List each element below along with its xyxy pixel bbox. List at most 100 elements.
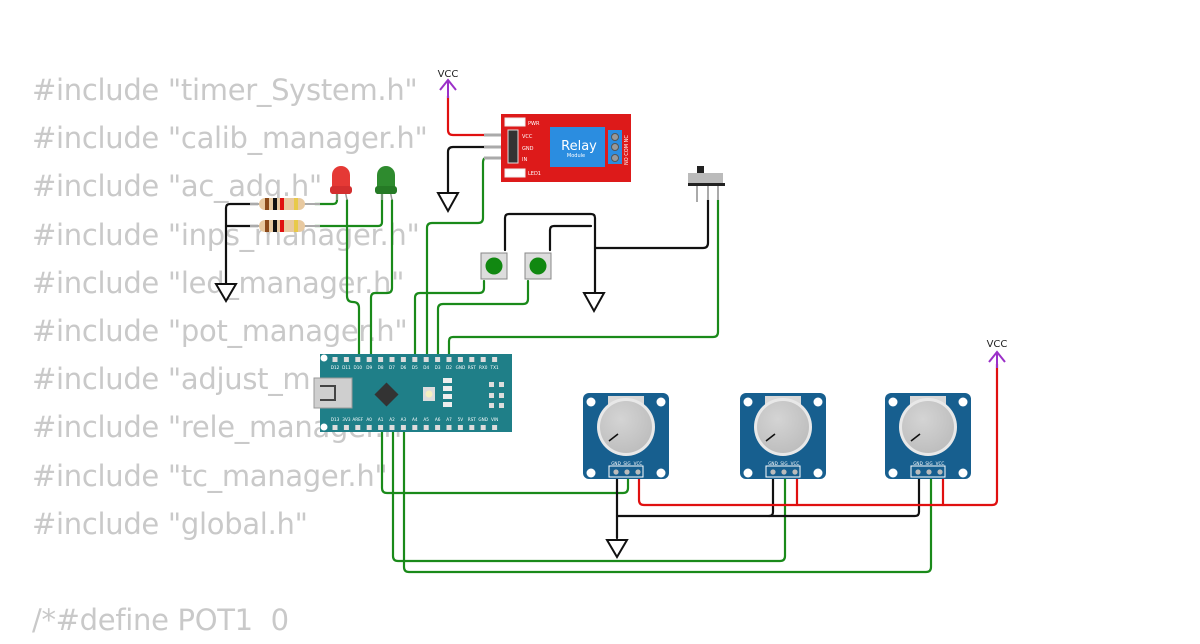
arduino-pin-d7[interactable]: [389, 357, 395, 362]
arduino-pin-rst[interactable]: [469, 425, 475, 430]
pot-pin-label: VCC: [791, 461, 800, 466]
slide-switch[interactable]: [688, 166, 725, 202]
pot-pin-label: SIG: [780, 461, 787, 466]
arduino-pin-vin[interactable]: [492, 425, 498, 430]
wire-pot-gnd-3[interactable]: [767, 472, 921, 518]
wire-relay-gnd[interactable]: [446, 145, 488, 194]
arduino-pin-d3[interactable]: [435, 357, 441, 362]
arduino-pin-label: D9: [366, 365, 372, 370]
arduino-pin-label: GND: [456, 365, 466, 370]
arduino-pin-a4[interactable]: [412, 425, 418, 430]
pot-pin-gnd[interactable]: [770, 469, 776, 475]
pot-pin-sig[interactable]: [781, 469, 787, 475]
led-green[interactable]: [375, 166, 397, 201]
wire-resistor1-led-red[interactable]: [313, 188, 339, 206]
wire-pot-gnd-2[interactable]: [615, 472, 775, 518]
pushbutton-2[interactable]: [524, 252, 552, 280]
wire-switch-d2[interactable]: [447, 198, 720, 358]
wire-pot-vcc[interactable]: [637, 362, 999, 507]
arduino-pin-a3[interactable]: [400, 425, 406, 430]
arduino-pin-3v3[interactable]: [343, 425, 349, 430]
arduino-pin-d13[interactable]: [332, 425, 338, 430]
wire-resistor-gnd[interactable]: [224, 202, 260, 285]
wire-a1-pot1-sig[interactable]: [380, 426, 630, 495]
arduino-pin-label: A0: [366, 417, 372, 422]
background-code: #include "timer_System.h"#include "calib…: [32, 66, 428, 644]
arduino-pin-d8[interactable]: [378, 357, 384, 362]
ground-symbol-relay: [436, 192, 460, 214]
relay-led1-label: LED1: [528, 171, 541, 177]
wire-relay-in[interactable]: [425, 156, 488, 358]
arduino-pin-label: A7: [446, 417, 452, 422]
wire-a2-pot2-sig[interactable]: [391, 426, 787, 563]
wire-relay-vcc[interactable]: [446, 94, 488, 137]
arduino-pin-d12[interactable]: [332, 357, 338, 362]
pot-pin-sig[interactable]: [624, 469, 630, 475]
arduino-pin-gnd[interactable]: [457, 357, 463, 362]
pot-pin-vcc[interactable]: [937, 469, 943, 475]
wire-button1-d5[interactable]: [413, 279, 486, 358]
wire-led-red-d10[interactable]: [345, 198, 361, 358]
arduino-pin-d9[interactable]: [366, 357, 372, 362]
relay-terminal-labels: NO COM NC: [624, 135, 630, 165]
wire-resistor2-led-green[interactable]: [313, 192, 384, 228]
arduino-pin-a2[interactable]: [389, 425, 395, 430]
pot-knob[interactable]: [600, 401, 652, 453]
arduino-pin-gnd[interactable]: [480, 425, 486, 430]
arduino-pin-label: RX0: [479, 365, 488, 370]
arduino-pin-label: A4: [412, 417, 418, 422]
wire-button1-gnd[interactable]: [503, 212, 597, 294]
arduino-pin-d4[interactable]: [423, 357, 429, 362]
arduino-pin-5v[interactable]: [457, 425, 463, 430]
pot-knob[interactable]: [902, 401, 954, 453]
pot-pin-label: SIG: [623, 461, 630, 466]
pot-pin-sig[interactable]: [926, 469, 932, 475]
pot-pin-vcc[interactable]: [635, 469, 641, 475]
arduino-pin-d11[interactable]: [343, 357, 349, 362]
pot-pin-gnd[interactable]: [915, 469, 921, 475]
pot-pin-gnd[interactable]: [613, 469, 619, 475]
arduino-pin-d6[interactable]: [400, 357, 406, 362]
relay-module[interactable]: PWR LED1 VCC GND IN Relay Module NO COM …: [484, 114, 631, 182]
led-red[interactable]: [330, 166, 352, 201]
wire-button2-gnd[interactable]: [548, 224, 593, 252]
vcc-label: VCC: [987, 339, 1008, 350]
arduino-pin-a1[interactable]: [378, 425, 384, 430]
resistor-1[interactable]: [250, 198, 320, 210]
arduino-pin-label: RST: [468, 417, 477, 422]
relay-pin-gnd: GND: [522, 146, 534, 152]
code-line: #include "tc_manager.h": [32, 458, 388, 493]
arduino-pin-label: D6: [400, 365, 406, 370]
wire-led-green-d9[interactable]: [369, 198, 394, 358]
arduino-pin-label: D10: [354, 365, 363, 370]
arduino-pin-rx0[interactable]: [480, 357, 486, 362]
arduino-pin-rst[interactable]: [469, 357, 475, 362]
arduino-pin-label: D4: [423, 365, 429, 370]
wire-switch-gnd[interactable]: [594, 198, 710, 250]
arduino-pin-aref[interactable]: [355, 425, 361, 430]
resistor-2[interactable]: [250, 220, 320, 232]
arduino-pin-d5[interactable]: [412, 357, 418, 362]
arduino-pin-label: D8: [378, 365, 384, 370]
arduino-pin-a5[interactable]: [423, 425, 429, 430]
arduino-pin-tx1[interactable]: [492, 357, 498, 362]
pot-knob[interactable]: [757, 401, 809, 453]
arduino-pin-a7[interactable]: [446, 425, 452, 430]
arduino-pin-label: A3: [401, 417, 407, 422]
wire-a3-pot3-sig[interactable]: [402, 426, 933, 574]
arduino-pin-a0[interactable]: [366, 425, 372, 430]
relay-title: Relay: [561, 139, 597, 154]
arduino-pin-a6[interactable]: [435, 425, 441, 430]
arduino-pin-d10[interactable]: [355, 357, 361, 362]
mcu-chip: [374, 382, 399, 407]
pot-pin-vcc[interactable]: [792, 469, 798, 475]
relay-subtitle: Module: [567, 153, 585, 159]
arduino-pin-d2[interactable]: [446, 357, 452, 362]
wire-button2-d4[interactable]: [436, 279, 530, 358]
code-line: #include "global.h": [32, 506, 308, 541]
pushbutton-1[interactable]: [480, 252, 508, 280]
